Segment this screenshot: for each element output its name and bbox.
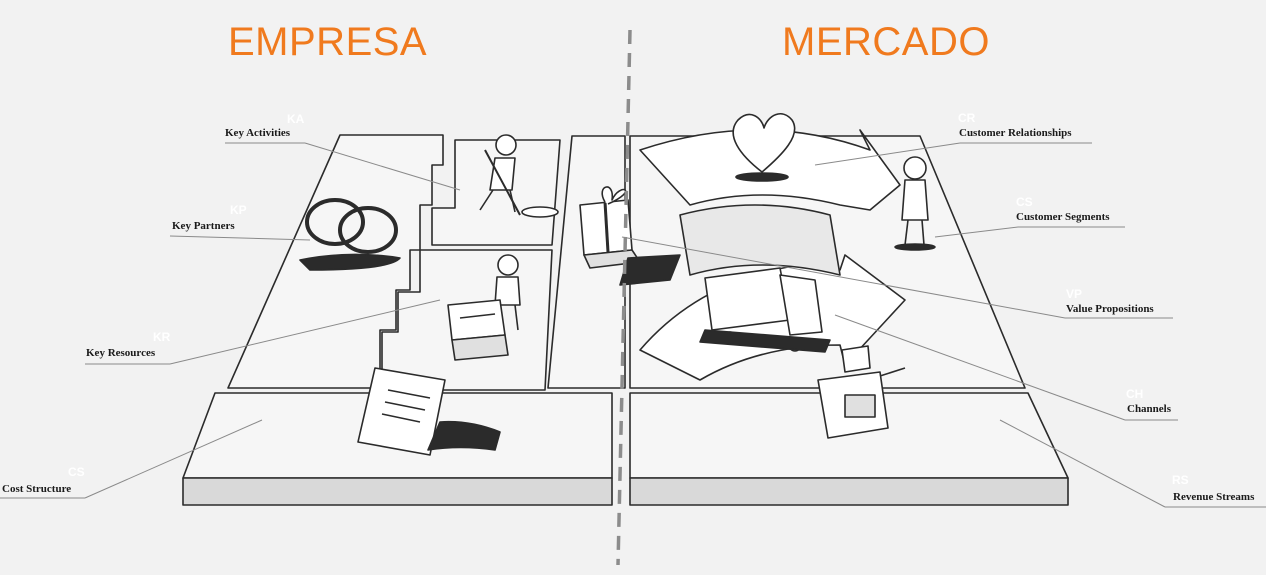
customer-person-icon (894, 156, 936, 251)
channels-label: Channels (1127, 403, 1172, 415)
key-resources-abbr: KR (153, 330, 171, 344)
key-resources-label: Key Resources (86, 347, 156, 359)
digging-person-icon (479, 134, 559, 218)
center-hole (679, 204, 841, 276)
key-partners-abbr: KP (230, 203, 247, 217)
key-partners-leader (169, 235, 311, 241)
key-partners-label: Key Partners (172, 220, 235, 232)
heart-icon (732, 113, 796, 173)
rings-icon (299, 198, 401, 271)
key-activities-abbr: KA (287, 112, 305, 126)
customer-segments-label: Customer Segments (1016, 211, 1110, 223)
key-activities-label: Key Activities (225, 127, 291, 139)
cost-structure-label: Cost Structure (2, 483, 72, 495)
resources-box-icon (447, 299, 509, 361)
customer-relationships-label: Customer Relationships (959, 127, 1072, 139)
value-propositions-abbr: VP (1066, 287, 1083, 301)
cost-structure-block-side (182, 477, 613, 506)
center-divider (616, 29, 632, 566)
cost-structure-abbr: CS (68, 465, 85, 479)
heart-shadow (735, 172, 789, 182)
revenue-streams-block-side (629, 477, 1069, 506)
customer-relationships-abbr: CR (958, 111, 976, 125)
revenue-streams-label: Revenue Streams (1173, 491, 1255, 503)
key-activities-block (431, 139, 561, 246)
gift-icon (579, 186, 681, 286)
channels-abbr: CH (1126, 387, 1144, 401)
cash-register-icon (817, 345, 906, 439)
value-propositions-label: Value Propositions (1066, 303, 1154, 315)
relationships-arrow (639, 129, 901, 211)
cost-document-icon (357, 367, 501, 456)
mercado-heading: MERCADO (782, 20, 990, 64)
empresa-heading: EMPRESA (228, 20, 428, 64)
truck-icon (699, 267, 831, 353)
revenue-streams-abbr: RS (1172, 473, 1189, 487)
customer-segments-abbr: CS (1016, 195, 1033, 209)
